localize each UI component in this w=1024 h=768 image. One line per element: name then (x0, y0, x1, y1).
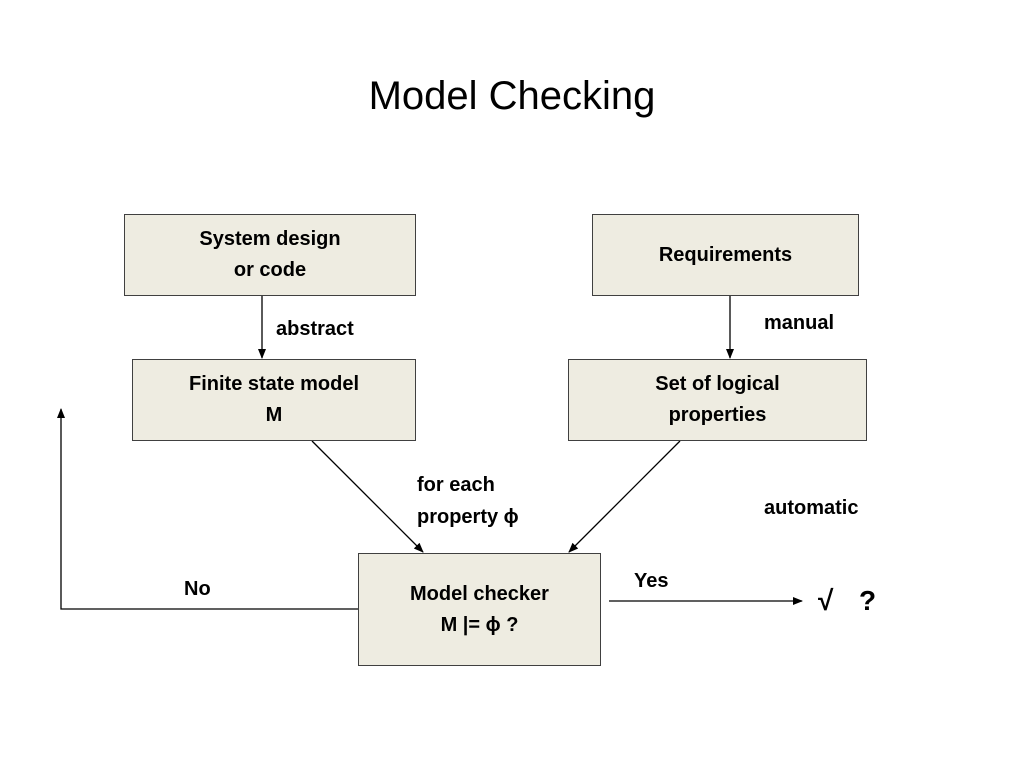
arrow-properties-to-checker (568, 440, 681, 553)
slide-title: Model Checking (368, 74, 656, 118)
yes-label: Yes (634, 570, 669, 592)
finite-state-model-line1: Finite state model (188, 373, 360, 395)
requirements-line1: Requirements (658, 243, 793, 266)
check-mark-result: √ (818, 585, 834, 616)
arrow-model-to-checker (311, 440, 424, 553)
system-design-box: System design or code (124, 214, 416, 296)
requirements-box: Requirements (592, 214, 859, 296)
automatic-label: automatic (764, 497, 859, 519)
logical-properties-line1: Set of logical (655, 373, 780, 395)
finite-state-model-line2: M (265, 404, 283, 426)
for-each-label-line2: property ϕ (417, 506, 519, 528)
arrow-no-feedback (57, 408, 359, 610)
abstract-label: abstract (276, 318, 354, 340)
logical-properties-box: Set of logical properties (568, 359, 867, 441)
logical-properties-line2: properties (668, 404, 767, 426)
model-checker-line1: Model checker (410, 582, 549, 605)
no-label: No (184, 578, 211, 600)
question-result: ? (859, 585, 877, 616)
system-design-line1: System design (199, 228, 341, 250)
system-design-line2: or code (233, 259, 307, 281)
for-each-label-line1: for each (417, 474, 495, 496)
model-checker-line2: M |= ϕ ? (440, 613, 519, 636)
manual-label: manual (764, 312, 835, 334)
finite-state-model-box: Finite state model M (132, 359, 416, 441)
model-checker-box: Model checker M |= ϕ ? (358, 553, 601, 666)
